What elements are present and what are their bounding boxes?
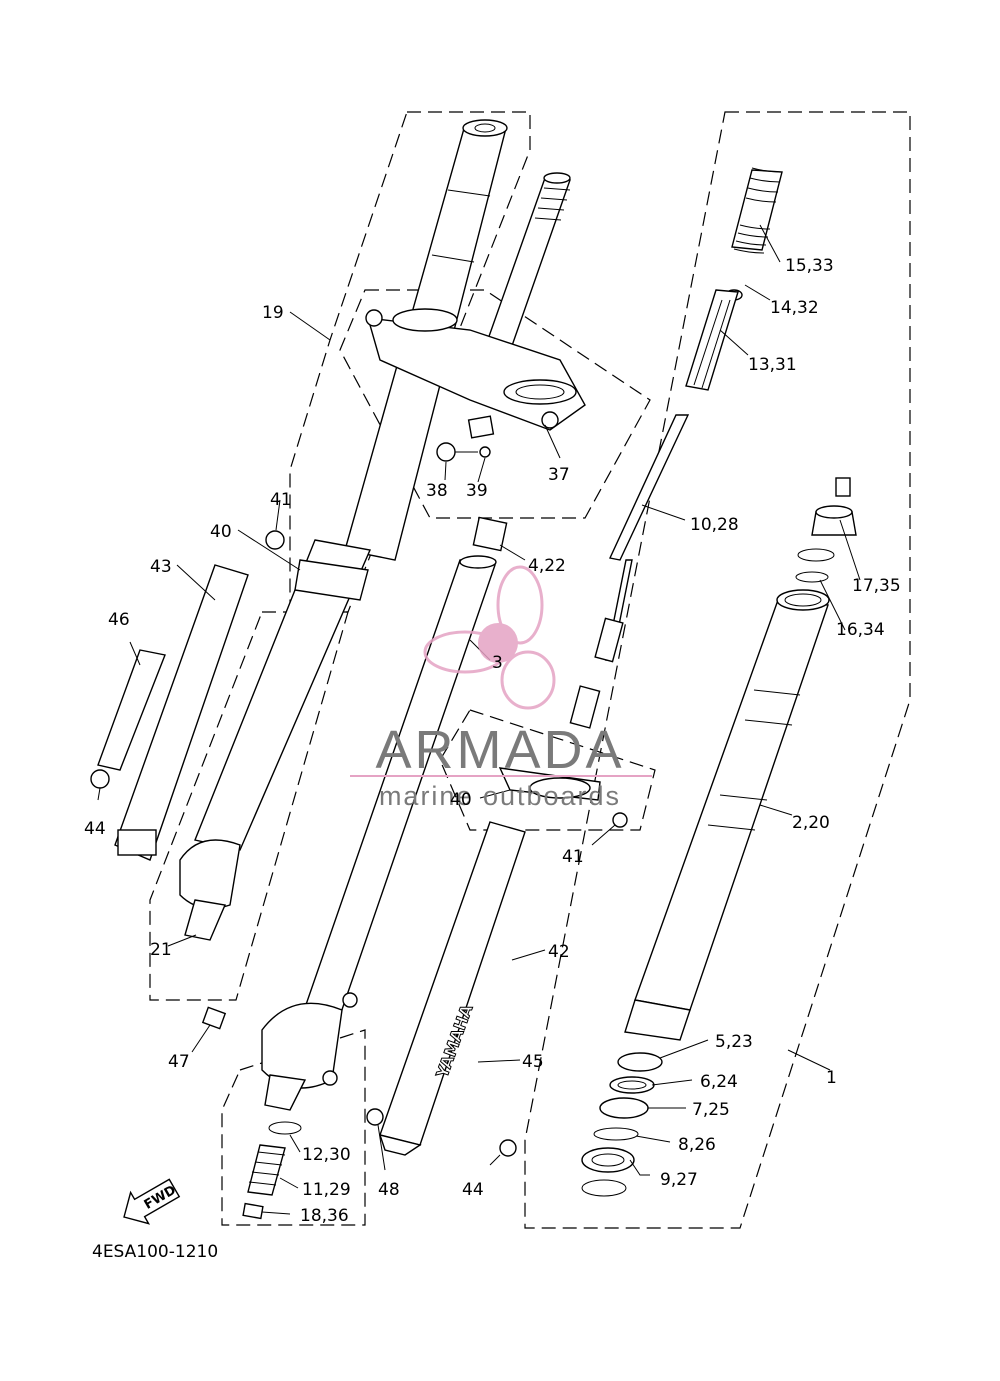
callout-40-lower: 40 (450, 790, 472, 810)
leader-lines (97, 224, 861, 1215)
callout-18-36: 18,36 (300, 1206, 349, 1226)
damper-rod-and-spring (569, 167, 783, 729)
callout-9-27: 9,27 (660, 1170, 698, 1190)
callout-6-24: 6,24 (700, 1072, 738, 1092)
callout-41-lower: 41 (562, 847, 584, 867)
cap-bolt-assembly (795, 477, 857, 583)
callout-8-26: 8,26 (678, 1135, 716, 1155)
upper-bracket (365, 308, 586, 431)
callout-14-32: 14,32 (770, 298, 819, 318)
callout-46: 46 (108, 610, 130, 630)
callout-labels: 1 2,20 3 4,22 5,23 6,24 7,25 8,26 9,27 1… (84, 256, 901, 1226)
bottom-spring-and-cap (242, 1121, 302, 1220)
callout-40-upper: 40 (210, 522, 232, 542)
callout-17-35: 17,35 (852, 576, 901, 596)
propeller-logo-icon (423, 565, 556, 710)
callout-44-right: 44 (462, 1180, 484, 1200)
callout-43: 43 (150, 557, 172, 577)
steering-stem (474, 172, 571, 381)
callout-4-22: 4,22 (528, 556, 566, 576)
callout-45: 45 (522, 1052, 544, 1072)
armada-watermark: ARMADA marine outboards (350, 565, 652, 811)
cable-clamp-and-bolt (436, 415, 495, 462)
callout-38: 38 (426, 481, 448, 501)
callout-42: 42 (548, 942, 570, 962)
assembly-group-left-upper (289, 111, 531, 613)
oil-seal-stack (581, 1052, 663, 1197)
axle-bracket-middle (261, 992, 358, 1111)
watermark-tagline: marine outboards (379, 781, 621, 811)
callout-15-33: 15,33 (785, 256, 834, 276)
callout-11-29: 11,29 (302, 1180, 351, 1200)
diagram-code: 4ESA100-1210 (92, 1242, 218, 1262)
callout-3: 3 (492, 653, 503, 673)
callout-19: 19 (262, 303, 284, 323)
bolt-41-upper (265, 530, 285, 550)
callout-47: 47 (168, 1052, 190, 1072)
assembly-group-right-fork (524, 111, 911, 1229)
callout-5-23: 5,23 (715, 1032, 753, 1052)
callout-7-25: 7,25 (692, 1100, 730, 1120)
callout-2-20: 2,20 (792, 813, 830, 833)
callout-48: 48 (378, 1180, 400, 1200)
bolt-44-left (90, 769, 110, 789)
outer-tube-left (179, 539, 371, 941)
right-fork-guard: YAMAHA (378, 821, 526, 1156)
assembly-group-bracket (339, 289, 651, 519)
callout-37: 37 (548, 465, 570, 485)
callout-44-left: 44 (84, 819, 106, 839)
forward-direction-arrow: FWD (123, 1178, 181, 1225)
callout-16-34: 16,34 (836, 620, 885, 640)
left-fork-guard (97, 564, 249, 861)
callout-21: 21 (150, 940, 172, 960)
callout-10-28: 10,28 (690, 515, 739, 535)
small-bolts-lower (201, 1006, 517, 1157)
callout-12-30: 12,30 (302, 1145, 351, 1165)
callout-41-upper: 41 (270, 490, 292, 510)
watermark-brand: ARMADA (375, 720, 624, 780)
outer-tube-right (624, 589, 830, 1041)
callout-39: 39 (466, 481, 488, 501)
callout-13-31: 13,31 (748, 355, 797, 375)
assembly-group-lower-bracket (439, 709, 656, 831)
assembly-group-bottom (221, 1029, 366, 1226)
callout-1: 1 (826, 1068, 837, 1088)
